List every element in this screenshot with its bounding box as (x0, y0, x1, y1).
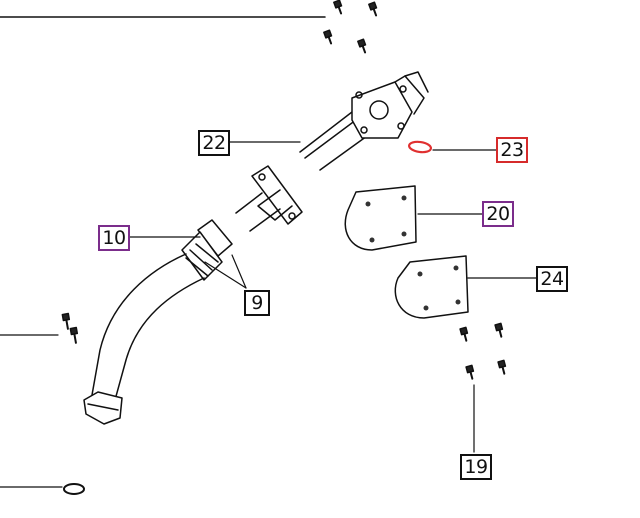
callout-22[interactable]: 22 (198, 130, 230, 156)
bracket-24 (394, 255, 469, 319)
top-bolts (323, 0, 378, 54)
oring-23 (407, 140, 433, 154)
leader-lines (0, 141, 537, 488)
bolts-19 (459, 322, 507, 380)
callout-20[interactable]: 20 (482, 201, 514, 227)
bottom-oring (63, 483, 85, 495)
callout-23[interactable]: 23 (496, 137, 528, 163)
left-bolts (61, 312, 79, 344)
egr-cooler-pipe (83, 71, 429, 425)
callout-9[interactable]: 9 (244, 290, 270, 316)
bracket-20 (344, 185, 417, 251)
callout-19[interactable]: 19 (460, 454, 492, 480)
callout-24[interactable]: 24 (536, 266, 568, 292)
callout-10[interactable]: 10 (98, 225, 130, 251)
